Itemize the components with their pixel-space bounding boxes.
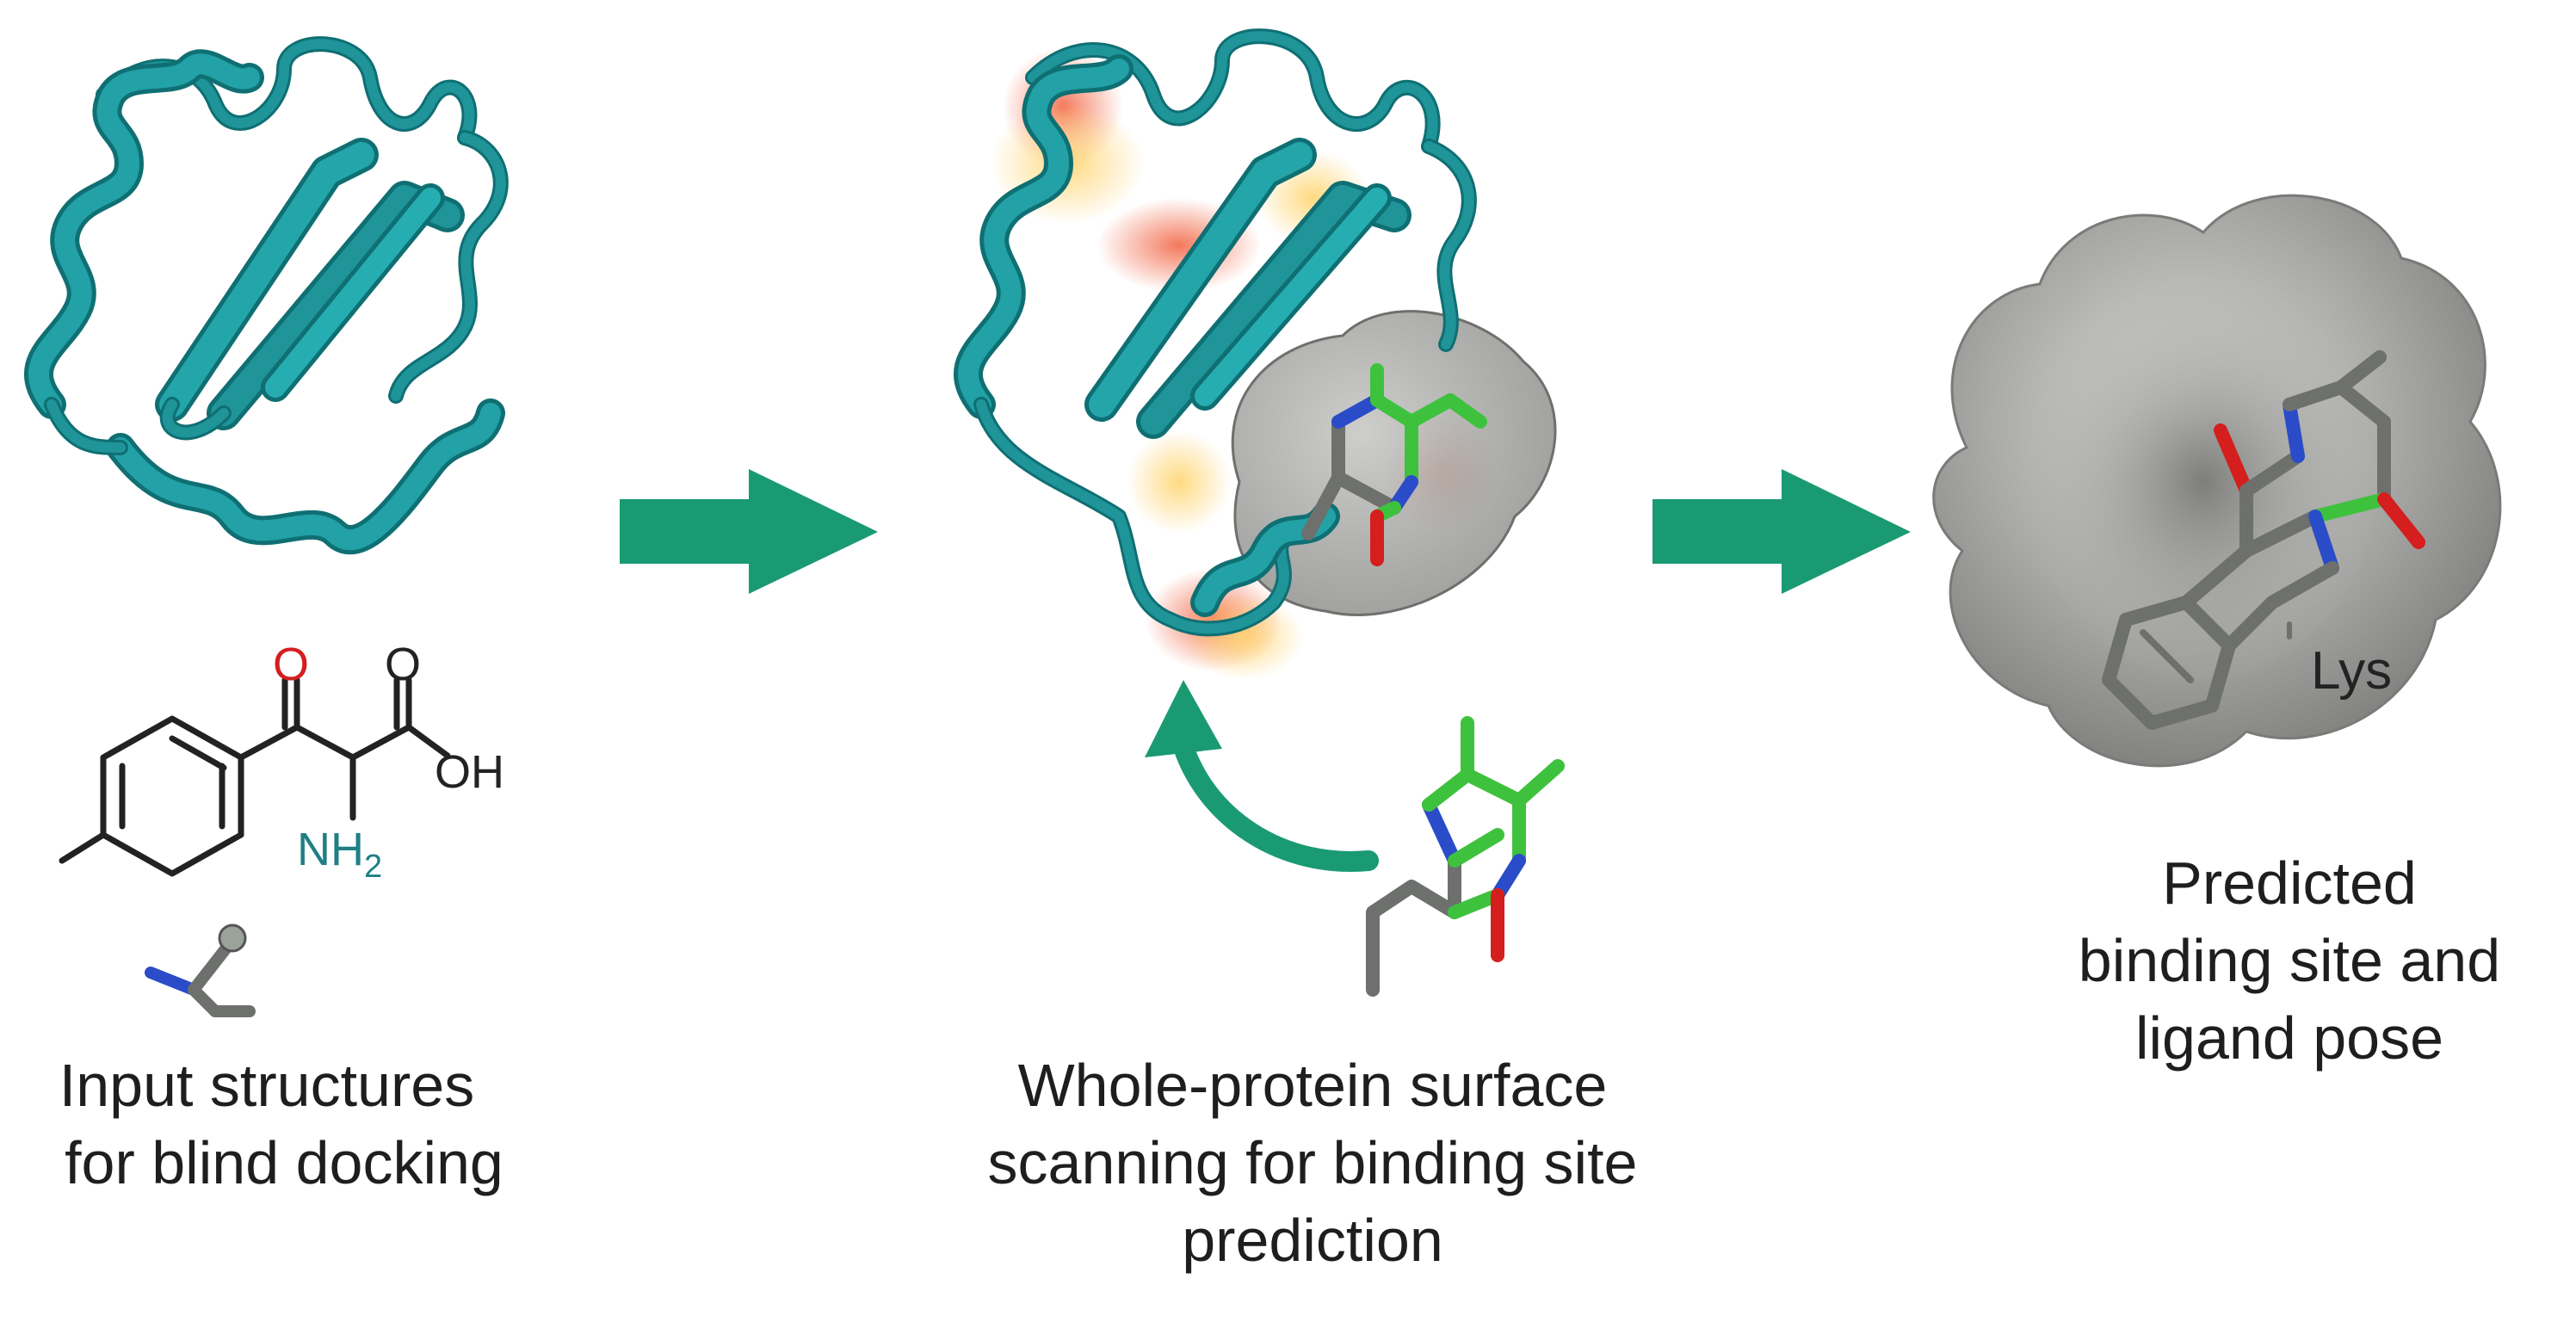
predicted-caption-line3: ligand pose (2135, 1004, 2443, 1072)
hydroxyl-label: OH (435, 746, 504, 798)
docked-ligand-stick (1301, 363, 1487, 566)
input-caption-line1: Input structures (59, 1052, 474, 1119)
amino-acid-chain (238, 724, 412, 761)
predicted-caption-line1: Predicted (2162, 849, 2417, 917)
predicted-ligand-pose (2102, 350, 2425, 730)
curved-arrow-head (1145, 680, 1222, 757)
scanning-caption-line2: scanning for binding site (988, 1129, 1638, 1196)
process-arrow-1 (620, 469, 878, 594)
scanning-caption-line1: Whole-protein surface (1018, 1052, 1608, 1119)
predicted-caption-line2: binding site and (2079, 927, 2500, 994)
binding-pocket (2031, 284, 2375, 680)
curved-arrow (1169, 721, 1379, 872)
acid-oxygen-label: O (385, 639, 421, 690)
ligand-2d-structure (59, 676, 451, 877)
residue-3d-fragment (145, 924, 256, 1017)
input-protein-ribbon (24, 36, 509, 555)
input-caption-line2: for blind docking (65, 1129, 503, 1196)
amine-label: NH2 (297, 824, 382, 885)
lys-residue-label: Lys (2311, 641, 2392, 701)
free-ligand-stick (1366, 716, 1565, 997)
scanning-caption-line3: prediction (1182, 1207, 1443, 1274)
process-arrow-2 (1652, 469, 1911, 594)
ketone-oxygen-label: O (273, 639, 309, 690)
